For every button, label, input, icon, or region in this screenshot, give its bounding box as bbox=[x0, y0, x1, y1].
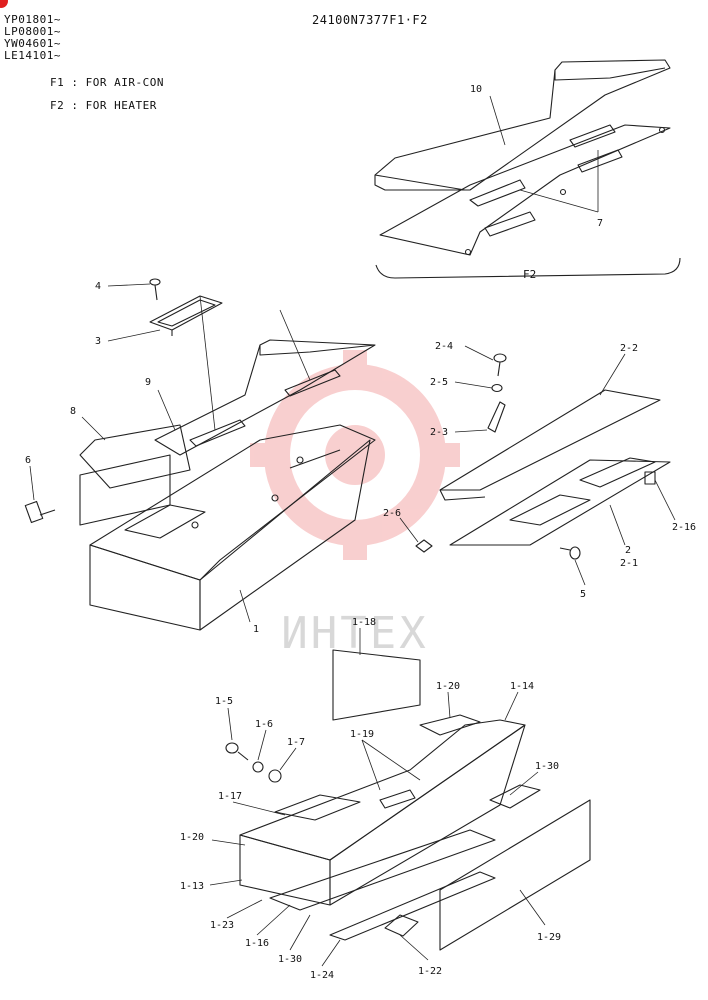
part-1-frame bbox=[89, 424, 376, 631]
part-1-24-strip bbox=[269, 829, 496, 911]
callout-7: 7 bbox=[597, 218, 603, 229]
callout-1-24: 1-24 bbox=[310, 970, 334, 981]
callout-1-23: 1-23 bbox=[210, 920, 234, 931]
part-2-2-panel bbox=[439, 389, 661, 501]
callout-2-6: 2-6 bbox=[383, 508, 401, 519]
serial-3: YW04601~ bbox=[4, 37, 61, 50]
callout-1-19: 1-19 bbox=[350, 729, 374, 740]
callout-1-6: 1-6 bbox=[255, 719, 273, 730]
part-1-29-panel bbox=[439, 799, 591, 951]
part-2-4-screw bbox=[493, 353, 507, 377]
serial-2: LP08001~ bbox=[4, 25, 61, 38]
callout-2-16: 2-16 bbox=[672, 522, 696, 533]
part-9-cover bbox=[154, 339, 376, 456]
part-1-18-panel bbox=[332, 649, 421, 721]
part-1-14-housing bbox=[239, 714, 526, 906]
part-6-bolt bbox=[24, 500, 56, 524]
callout-1-30-bottom: 1-30 bbox=[278, 954, 302, 965]
part-10-cover bbox=[374, 59, 671, 191]
callout-labels: F2 10 7 4 3 9 8 6 1 2-4 2-2 2-5 2-3 2-6 … bbox=[25, 84, 696, 981]
part-2-frame bbox=[449, 457, 671, 546]
drawing-code: 24100N7377F1·F2 bbox=[312, 13, 428, 27]
callout-5: 5 bbox=[580, 589, 586, 600]
serial-4: LE14101~ bbox=[4, 49, 61, 62]
leader-lines bbox=[29, 95, 676, 967]
note-f2: F2 : FOR HEATER bbox=[50, 99, 157, 112]
callout-1-18: 1-18 bbox=[352, 617, 376, 628]
corner-marker bbox=[0, 0, 8, 8]
part-2-5-washer bbox=[491, 383, 503, 393]
callout-1-17: 1-17 bbox=[218, 791, 242, 802]
note-f1: F1 : FOR AIR-CON bbox=[50, 76, 164, 89]
group-label-f2: F2 bbox=[523, 268, 536, 281]
callout-10: 10 bbox=[470, 84, 482, 95]
callout-1-30-right: 1-30 bbox=[535, 761, 559, 772]
callout-1-14: 1-14 bbox=[510, 681, 534, 692]
serial-1: YP01801~ bbox=[4, 13, 61, 26]
callout-9: 9 bbox=[145, 377, 151, 388]
watermark-text: ИНТЕХ bbox=[281, 608, 428, 659]
callout-1-16: 1-16 bbox=[245, 938, 269, 949]
callout-1-7: 1-7 bbox=[287, 737, 305, 748]
part-3-vent bbox=[149, 295, 223, 336]
callout-1-22: 1-22 bbox=[418, 966, 442, 977]
part-4-screw bbox=[149, 278, 161, 301]
part-1-30-strip bbox=[329, 871, 496, 941]
part-1-22-clip bbox=[384, 914, 419, 937]
callout-2-2: 2-2 bbox=[620, 343, 638, 354]
part-8-panel bbox=[79, 424, 191, 526]
callout-1: 1 bbox=[253, 624, 259, 635]
part-2-6-nut bbox=[415, 539, 433, 553]
part-5-bolt bbox=[559, 546, 581, 560]
fasteners-1-5-1-6-1-7 bbox=[225, 742, 282, 783]
callout-2-5: 2-5 bbox=[430, 377, 448, 388]
callout-1-5: 1-5 bbox=[215, 696, 233, 707]
callout-1-20-left: 1-20 bbox=[180, 832, 204, 843]
callout-3: 3 bbox=[95, 336, 101, 347]
callout-8: 8 bbox=[70, 406, 76, 417]
callout-6: 6 bbox=[25, 455, 31, 466]
callout-1-29: 1-29 bbox=[537, 932, 561, 943]
part-2-3-bracket bbox=[487, 401, 506, 433]
callout-1-20-top: 1-20 bbox=[436, 681, 460, 692]
f2-bracket bbox=[375, 257, 681, 279]
part-1-30-bracket bbox=[489, 784, 541, 809]
part-7-plate bbox=[379, 124, 671, 256]
callout-2-1: 2-1 bbox=[620, 558, 638, 569]
callout-2-3: 2-3 bbox=[430, 427, 448, 438]
callout-2-4: 2-4 bbox=[435, 341, 453, 352]
callout-1-13: 1-13 bbox=[180, 881, 204, 892]
callout-2: 2 bbox=[625, 545, 631, 556]
callout-4: 4 bbox=[95, 281, 101, 292]
